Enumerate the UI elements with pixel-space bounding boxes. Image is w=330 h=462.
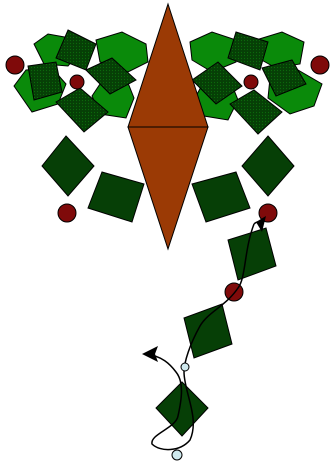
thread-small-bead-top	[181, 363, 189, 371]
arrow-left-icon	[142, 346, 158, 362]
dangle-square-2	[184, 304, 232, 358]
left-outer-bead	[6, 56, 24, 74]
dangle-square-1	[228, 228, 276, 280]
thread-small-bead-bottom	[172, 450, 182, 460]
right-outer-bead	[311, 56, 329, 74]
left-center-bead	[70, 75, 84, 89]
mid-left-square	[42, 136, 94, 196]
mid-right-square	[242, 136, 294, 196]
mid-left-lower-square	[88, 172, 144, 222]
mid-left-bead	[58, 204, 76, 222]
left-flower-cluster	[6, 30, 148, 132]
right-flower-cluster	[190, 32, 329, 134]
mid-right-lower-square	[192, 172, 250, 222]
dangle-strand	[142, 216, 276, 460]
right-center-bead	[244, 75, 258, 89]
